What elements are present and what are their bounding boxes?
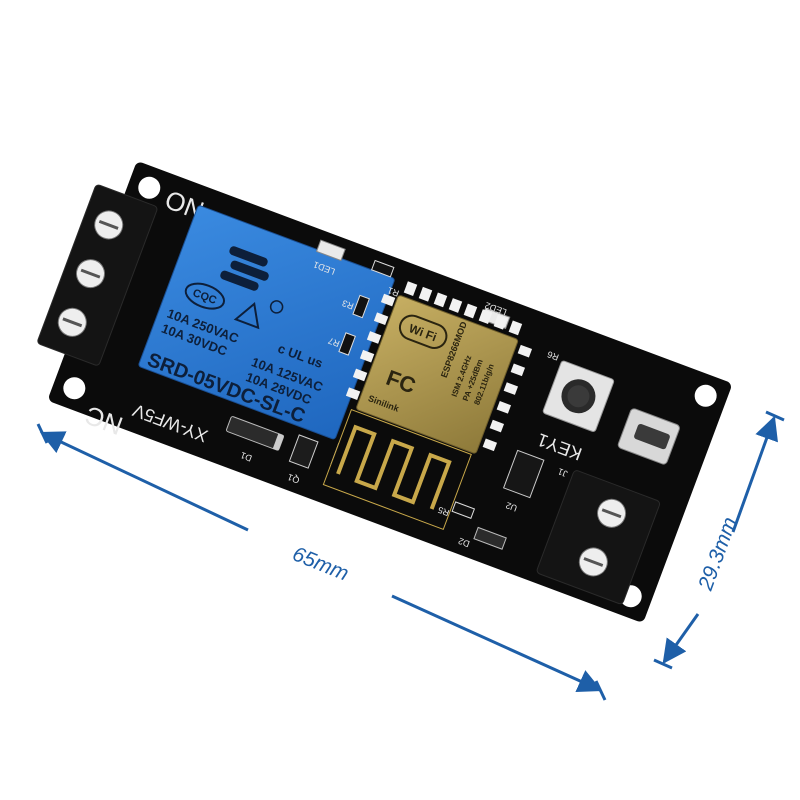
ref-u2: U2 [504, 500, 518, 513]
mounting-hole [694, 384, 717, 407]
length-label: 65mm [289, 542, 352, 585]
diode-d2 [473, 526, 507, 550]
mounting-hole [138, 176, 161, 199]
mounting-hole [63, 377, 86, 400]
module-shield [356, 295, 519, 454]
relay-terminal-block [37, 184, 158, 366]
ref-q1: Q1 [286, 472, 301, 486]
resistor-r3 [352, 294, 370, 319]
module-pads [345, 281, 533, 452]
resistor-r7 [338, 332, 356, 356]
resistor-r5 [451, 501, 476, 519]
ref-r1: R1 [386, 285, 400, 298]
ref-r3: R3 [341, 298, 355, 311]
ref-r5: R5 [436, 505, 450, 518]
key1-button [542, 360, 615, 432]
ref-d2: D2 [457, 536, 471, 549]
chip-u2 [502, 449, 545, 499]
relay-logo-icon [220, 246, 269, 291]
power-terminal-block [536, 470, 661, 605]
resistor-r1 [370, 259, 395, 278]
registered-icon [269, 300, 284, 314]
warning-triangle-icon [233, 301, 260, 330]
transistor-q1 [288, 434, 319, 469]
ref-r6: R6 [546, 349, 560, 362]
width-label: 29.3mm [694, 514, 742, 594]
relay-board: NO NC CQC 10A 250VAC 10A 30VDC 10A 125VA… [37, 162, 731, 622]
micro-usb-port [617, 408, 680, 465]
led-1 [315, 239, 346, 262]
ref-d1: D1 [239, 450, 253, 463]
wifi-module: Wi Fi ESP8266MOD ISM 2.4GHz PA +25dBm 80… [322, 281, 533, 530]
cqc-mark-icon [184, 282, 225, 310]
antenna-trace-icon [336, 424, 452, 510]
ref-r7: R7 [327, 335, 341, 348]
ref-j1: J1 [557, 466, 569, 479]
